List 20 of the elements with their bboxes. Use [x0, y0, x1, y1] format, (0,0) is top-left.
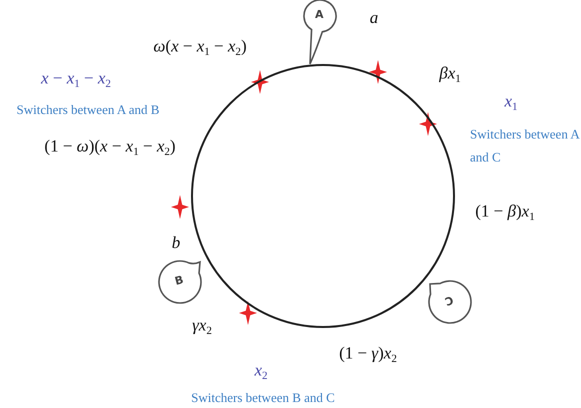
flow-expression: ω(x − x$_{1}$ − x$_{2}$) — [153, 36, 247, 60]
flow-expression: (1 − ω)(x − x$_{1}$ − x$_{2}$) — [44, 136, 176, 160]
group-description: Switchers between B and C — [191, 390, 335, 406]
point-label: a — [370, 8, 378, 28]
group-description: Switchers between A and C — [470, 125, 581, 166]
flow-expression: βx$_{1}$ — [439, 64, 461, 86]
bubble-letter: A — [315, 8, 324, 21]
speech-bubble — [429, 281, 471, 323]
group-description: Switchers between A and B — [16, 102, 160, 118]
speech-bubble — [159, 261, 201, 303]
group-size: x$_{2}$ — [254, 360, 268, 384]
flow-expression: γx$_{2}$ — [192, 316, 212, 338]
group-size: x$_{1}$ — [504, 92, 518, 114]
flow-expression: (1 − β)x$_{1}$ — [475, 202, 535, 224]
point-label: b — [172, 232, 180, 254]
bubble-letter: B — [173, 273, 185, 288]
speech-bubble — [304, 0, 336, 64]
bubble-letter: C — [443, 293, 456, 308]
flow-expression: (1 − γ)x$_{2}$ — [339, 344, 397, 366]
group-size: x − x$_{1}$ − x$_{2}$ — [41, 68, 111, 92]
